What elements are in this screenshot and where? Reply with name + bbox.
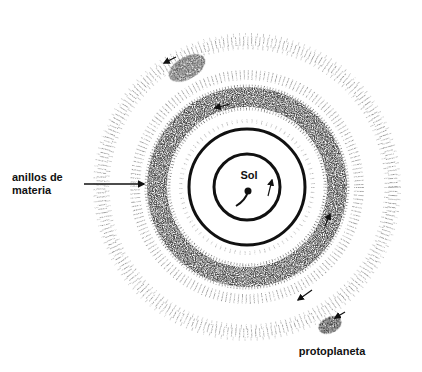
inner-ring-gap (181, 121, 313, 253)
innermost-ring (214, 154, 280, 220)
outer-ring (95, 35, 399, 339)
leader-arrow (84, 183, 144, 184)
protoplanet-label: protoplaneta (290, 345, 374, 358)
sun-label: Sol (234, 169, 264, 182)
rotation-arrows (164, 57, 345, 318)
ring-label: anillos de materia (12, 171, 82, 197)
clump (164, 48, 210, 87)
inner-ring (189, 129, 305, 245)
sun-spiral (236, 191, 248, 206)
dense-ring (146, 86, 348, 288)
middle-faint-ring (135, 75, 359, 299)
protoplanet-blob (316, 313, 345, 338)
